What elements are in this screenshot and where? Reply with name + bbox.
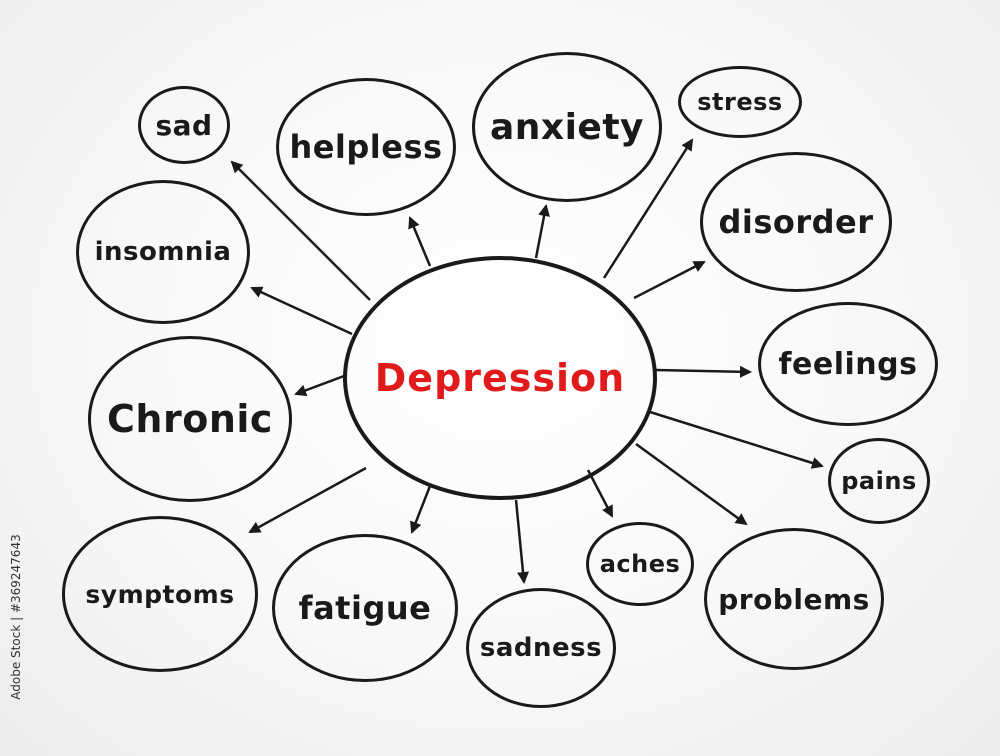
arrow-to-stress	[602, 138, 694, 279]
arrow-to-pains	[649, 410, 824, 469]
node-label: Chronic	[107, 397, 273, 441]
node-label: sad	[155, 108, 213, 142]
node-label: anxiety	[489, 106, 645, 148]
watermark-text: Adobe Stock | #369247643	[9, 534, 23, 700]
arrow-to-symptoms	[248, 466, 367, 534]
node-label: aches	[599, 550, 681, 578]
arrow-to-sad	[230, 160, 371, 301]
node-anxiety: anxiety	[472, 52, 662, 202]
node-label: disorder	[718, 203, 874, 241]
node-sad: sad	[138, 86, 230, 164]
node-pains: pains	[828, 438, 930, 524]
node-aches: aches	[586, 522, 694, 606]
arrow-to-disorder	[633, 260, 706, 300]
node-label: fatigue	[298, 589, 432, 627]
node-label: stress	[697, 88, 783, 116]
node-feelings: feelings	[758, 302, 938, 426]
arrow-to-problems	[635, 442, 748, 526]
central-node-label: Depression	[374, 356, 626, 400]
arrow-to-helpless	[408, 216, 432, 267]
node-problems: problems	[704, 528, 884, 670]
node-symptoms: symptoms	[62, 516, 258, 672]
arrow-to-chronic	[294, 374, 345, 397]
node-insomnia: insomnia	[76, 180, 250, 324]
arrow-to-anxiety	[534, 204, 551, 259]
stock-watermark: Adobe Stock | #369247643	[4, 512, 28, 722]
node-helpless: helpless	[276, 78, 456, 216]
arrow-to-insomnia	[250, 286, 353, 336]
node-label: pains	[841, 467, 917, 495]
node-label: problems	[718, 582, 870, 616]
node-label: sadness	[479, 633, 603, 663]
node-chronic: Chronic	[88, 336, 292, 502]
node-label: symptoms	[85, 579, 235, 609]
node-label: helpless	[289, 128, 443, 166]
node-fatigue: fatigue	[272, 534, 458, 682]
node-label: feelings	[778, 346, 918, 382]
arrow-to-feelings	[655, 365, 752, 378]
node-stress: stress	[678, 66, 802, 138]
node-sadness: sadness	[466, 588, 616, 708]
central-node-depression: Depression	[343, 256, 657, 500]
arrow-to-aches	[586, 469, 614, 518]
node-disorder: disorder	[700, 152, 892, 292]
node-label: insomnia	[94, 237, 232, 267]
arrow-to-sadness	[514, 499, 530, 584]
arrow-to-fatigue	[410, 485, 432, 534]
